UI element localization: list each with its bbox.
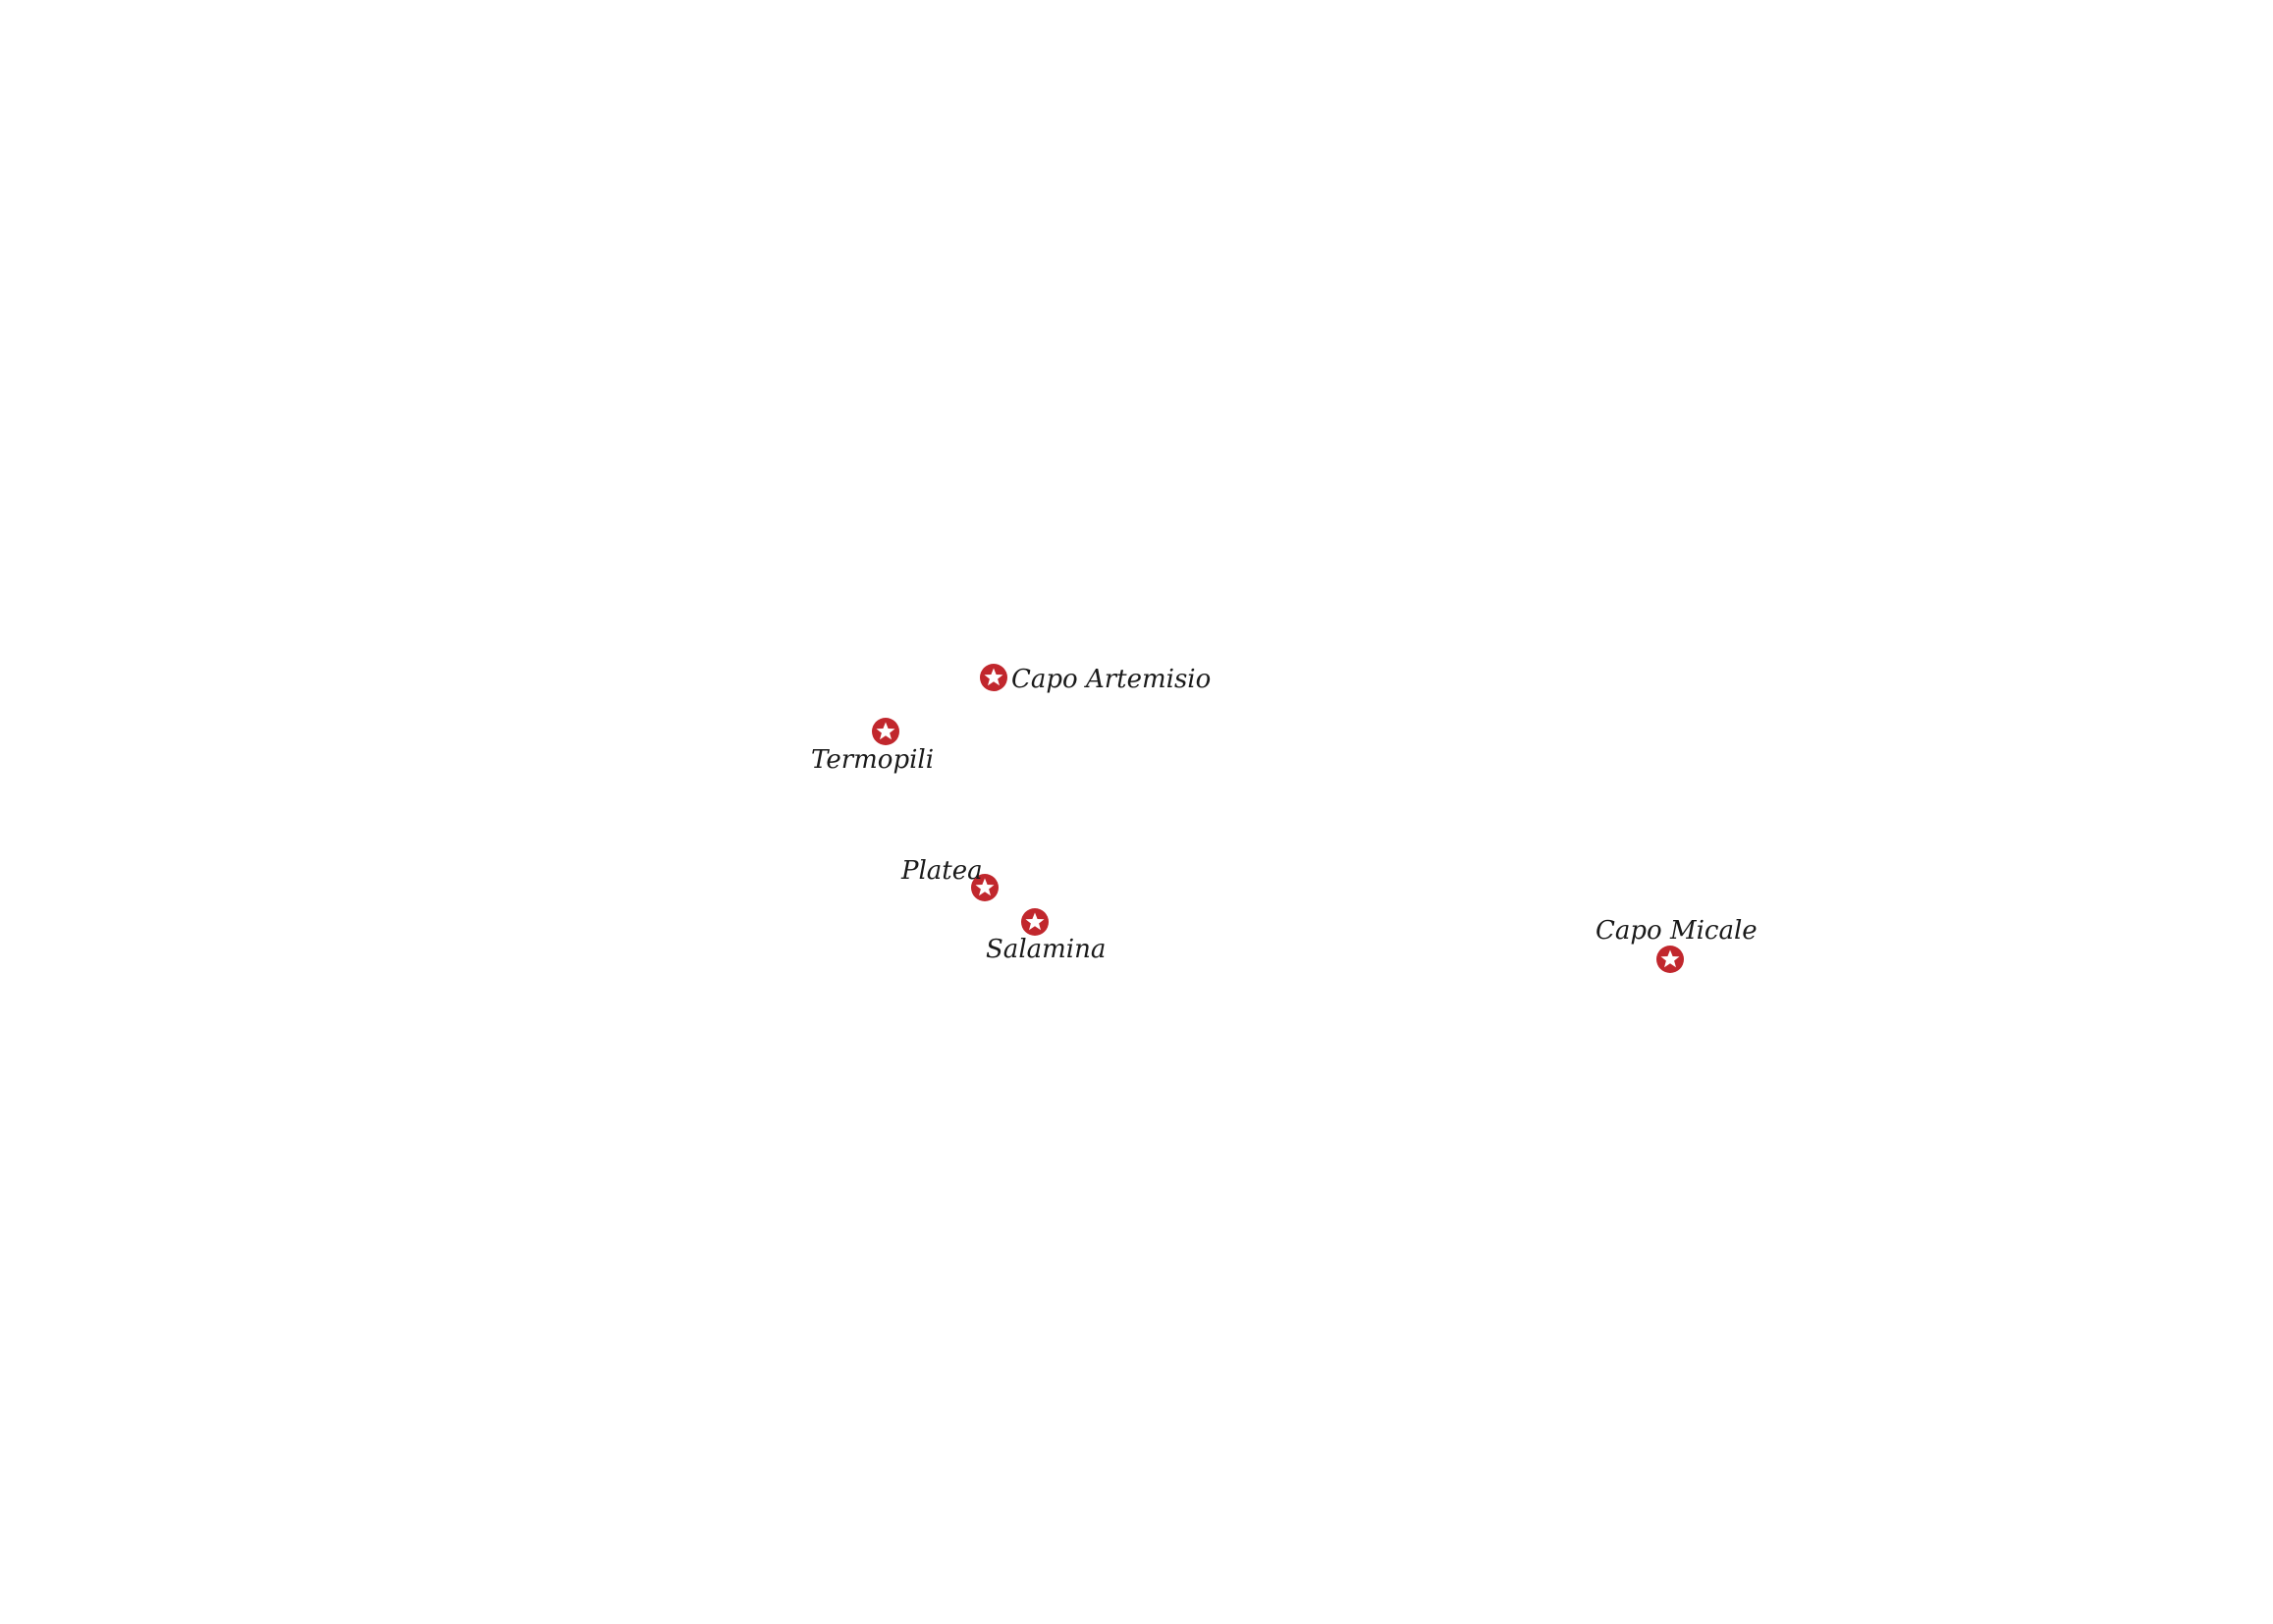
battle-marker-termopili-icon[interactable] (871, 717, 900, 746)
battle-marker-salamina-icon[interactable] (1020, 907, 1050, 937)
place-label-capo-artemisio: Capo Artemisio (1011, 665, 1212, 694)
place-label-termopili: Termopili (811, 745, 935, 775)
place-label-salamina: Salamina (986, 935, 1107, 964)
battle-marker-capo-artemisio-icon[interactable] (979, 663, 1008, 692)
place-label-capo-micale: Capo Micale (1596, 916, 1758, 946)
battle-marker-platea-icon[interactable] (970, 873, 1000, 902)
battle-marker-capo-micale-icon[interactable] (1655, 945, 1685, 974)
place-label-platea: Platea (901, 856, 983, 886)
